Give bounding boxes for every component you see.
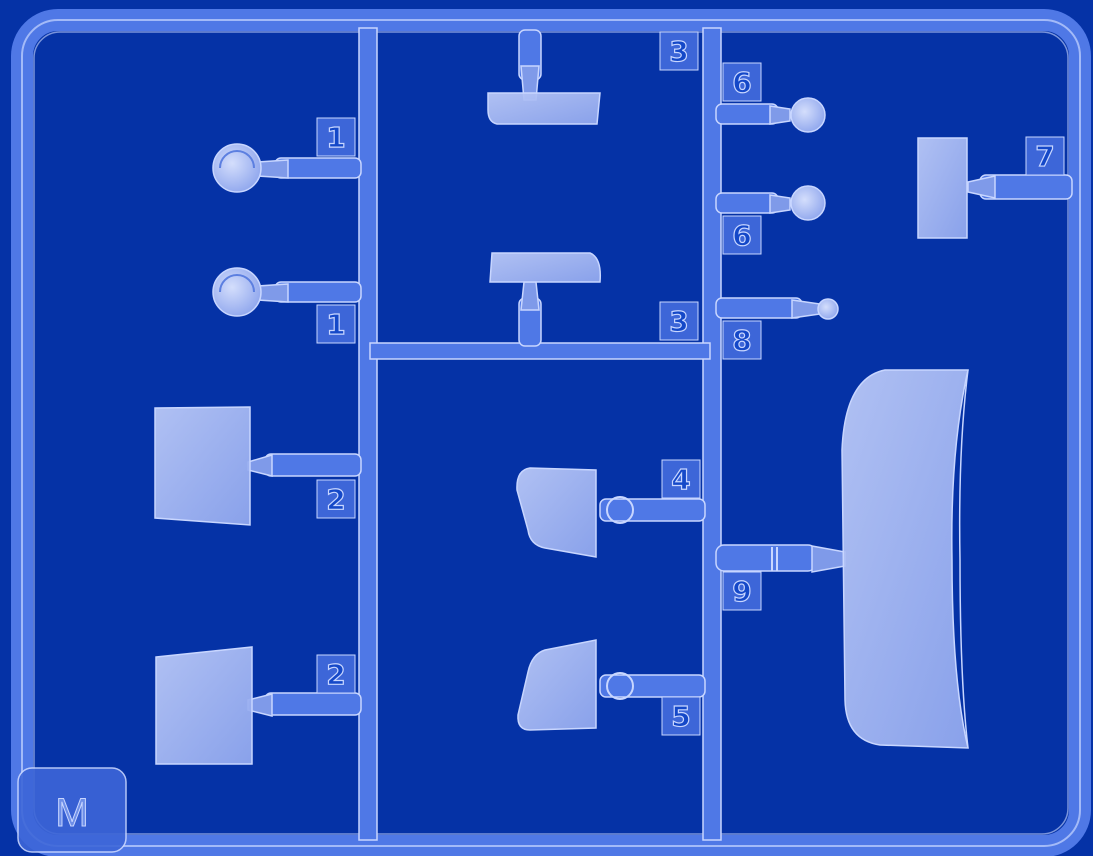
- svg-text:2: 2: [326, 483, 345, 516]
- svg-text:8: 8: [732, 324, 751, 357]
- svg-text:4: 4: [671, 463, 690, 496]
- svg-text:9: 9: [732, 575, 751, 608]
- tag-6-upper: 6: [722, 62, 762, 102]
- svg-text:M: M: [55, 791, 88, 835]
- part-2-upper: [154, 406, 251, 526]
- part-2-lower: [155, 646, 253, 765]
- svg-text:6: 6: [732, 219, 751, 252]
- part-3-lower: [489, 252, 602, 283]
- part-9: [841, 369, 969, 749]
- tag-3-lower: 3: [659, 301, 699, 341]
- tag-7: 7: [1025, 136, 1065, 176]
- part-3-upper: [487, 92, 601, 125]
- part-4: [516, 467, 597, 558]
- part-5: [517, 639, 597, 731]
- part-8: [817, 298, 839, 320]
- tag-4: 4: [661, 459, 701, 499]
- part-7: [917, 137, 968, 239]
- part-1-upper: [212, 143, 262, 193]
- sprue-letter-badge: M: [17, 767, 127, 853]
- svg-text:1: 1: [326, 308, 345, 341]
- svg-text:6: 6: [732, 66, 751, 99]
- tag-3-upper: 3: [659, 31, 699, 71]
- number-tags: 1 1 2 2 3 3 4 5: [316, 31, 1065, 736]
- svg-text:5: 5: [671, 700, 690, 733]
- tag-5: 5: [661, 696, 701, 736]
- svg-text:3: 3: [669, 305, 688, 338]
- svg-text:2: 2: [326, 658, 345, 691]
- part-6-lower: [790, 185, 826, 221]
- sprue-frame: [11, 9, 1091, 856]
- tag-9: 9: [722, 571, 762, 611]
- gate-cones: [247, 65, 996, 717]
- part-6-upper: [790, 97, 826, 133]
- tag-8: 8: [722, 320, 762, 360]
- svg-text:3: 3: [669, 35, 688, 68]
- gate-rings: [606, 496, 778, 700]
- tag-2-lower: 2: [316, 654, 356, 694]
- tag-1-upper: 1: [316, 117, 356, 157]
- part-1-lower: [212, 267, 262, 317]
- tag-1-lower: 1: [316, 304, 356, 344]
- tag-2-upper: 2: [316, 479, 356, 519]
- svg-text:1: 1: [326, 121, 345, 154]
- svg-text:7: 7: [1035, 140, 1054, 173]
- sprue-runners: [264, 27, 1073, 841]
- tag-6-lower: 6: [722, 215, 762, 255]
